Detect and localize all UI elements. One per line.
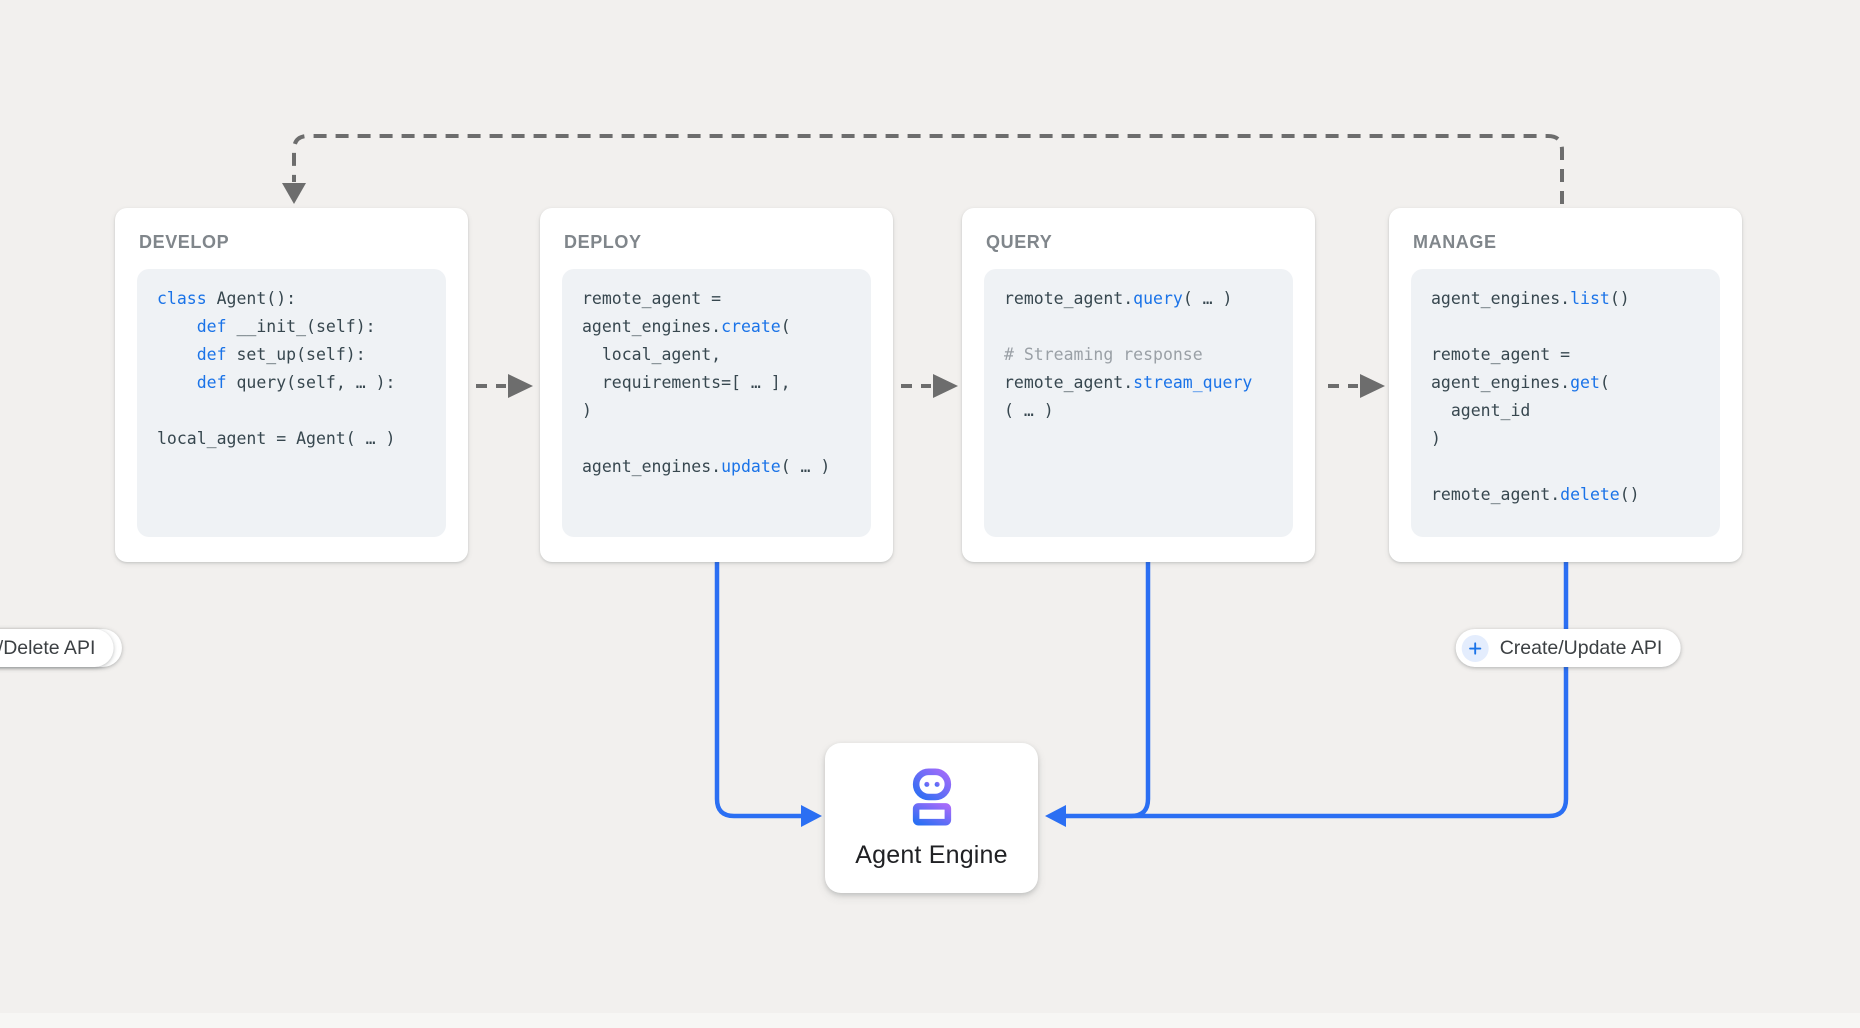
code-line <box>157 397 426 425</box>
code-line: requirements=[ … ], <box>582 373 791 392</box>
pill-create-update-api: Create/Update API <box>1455 629 1681 667</box>
card-query: QUERY remote_agent.query( … ) # Streaming… <box>962 208 1315 562</box>
card-manage: MANAGE agent_engines.list() remote_agent … <box>1389 208 1742 562</box>
code-line: local_agent = Agent( … ) <box>157 429 396 448</box>
agent-engine-node: Agent Engine <box>825 743 1038 893</box>
code-line <box>582 425 851 453</box>
pill-label: Create/Update API <box>1499 636 1663 659</box>
card-title-deploy: DEPLOY <box>564 232 642 252</box>
feedback-loop-arrowhead <box>282 183 306 204</box>
code-line: agent_engines.get( <box>1431 373 1610 392</box>
pill-list-get-delete-api: List/Get/Delete API <box>0 629 114 667</box>
card-title-query: QUERY <box>986 232 1053 252</box>
query-manage-engine-arrowhead <box>1045 805 1066 827</box>
code-line: def set_up(self): <box>196 345 366 364</box>
manage-engine-line <box>1066 560 1569 819</box>
code-line <box>1004 313 1273 341</box>
code-line: agent_id <box>1431 401 1531 420</box>
code-line: agent_engines.update( … ) <box>582 457 831 476</box>
deploy-engine-line <box>714 560 802 819</box>
code-line: local_agent, <box>582 345 722 364</box>
code-line: ) <box>582 401 592 420</box>
bottom-edge-strip <box>0 1013 1860 1028</box>
develop-deploy-arrowhead <box>508 374 533 398</box>
code-line <box>1431 453 1700 481</box>
feedback-loop-line <box>292 134 1564 204</box>
code-line: remote_agent = <box>1431 345 1571 364</box>
pill-label: List/Get/Delete API <box>0 636 96 659</box>
robot-icon <box>904 767 960 832</box>
code-line: agent_engines.create( <box>582 317 791 336</box>
code-line: remote_agent.query( … ) <box>1004 289 1233 308</box>
code-line: remote_agent.stream_query <box>1004 373 1253 392</box>
card-title-develop: DEVELOP <box>139 232 230 252</box>
query-engine-line <box>1100 560 1151 819</box>
code-line <box>1431 313 1700 341</box>
agent-engine-label: Agent Engine <box>855 840 1008 869</box>
code-line: ) <box>1431 429 1441 448</box>
card-title-manage: MANAGE <box>1413 232 1497 252</box>
code-line: def query(self, … ): <box>196 373 396 392</box>
code-block-develop: class Agent(): def __init_(self): def se… <box>137 269 446 537</box>
plus-icon <box>1461 634 1489 662</box>
code-line: def __init_(self): <box>196 317 376 336</box>
deploy-query-arrowhead <box>933 374 958 398</box>
card-deploy: DEPLOY remote_agent = agent_engines.create… <box>540 208 893 562</box>
code-line: # Streaming response <box>1004 345 1203 364</box>
code-line: agent_engines.list() <box>1431 289 1630 308</box>
code-line: remote_agent.delete() <box>1431 485 1640 504</box>
code-line: class Agent(): <box>157 289 297 308</box>
code-block-deploy: remote_agent = agent_engines.create( loca… <box>562 269 871 537</box>
code-line: ( … ) <box>1004 401 1054 420</box>
code-line: remote_agent = <box>582 289 722 308</box>
card-develop: DEVELOP class Agent(): def __init_(self):… <box>115 208 468 562</box>
code-block-query: remote_agent.query( … ) # Streaming resp… <box>984 269 1293 537</box>
code-block-manage: agent_engines.list() remote_agent = agent… <box>1411 269 1720 537</box>
query-manage-arrowhead <box>1360 374 1385 398</box>
deploy-engine-arrowhead <box>801 805 822 827</box>
